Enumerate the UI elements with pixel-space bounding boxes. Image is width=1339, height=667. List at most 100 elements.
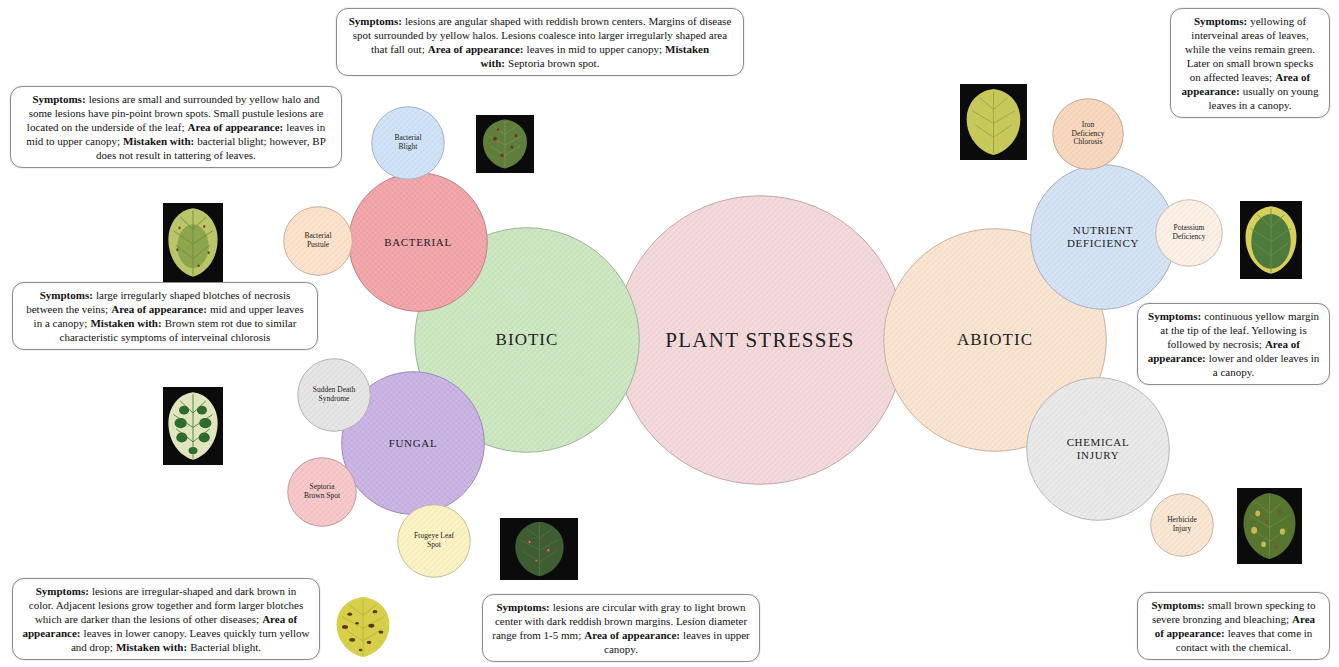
photo-ground [500,518,578,580]
circle-hatch [350,174,487,311]
circle-hatch [617,197,904,484]
field-heading: Symptoms: [40,289,93,301]
circle-hatch [289,459,356,526]
circle-hatch [299,360,370,431]
symptom-callout: Symptoms:lesions are circular with gray … [482,594,760,662]
circle-hatch [1032,166,1175,309]
symptom-callout: Symptoms:lesions are irregular-shaped an… [12,578,320,660]
circle-fill [616,196,905,485]
leaf-photo [163,203,223,282]
circle-hatch [1028,379,1169,520]
photo-ground [476,115,534,173]
leaf-blade [1245,206,1296,274]
category-circle: NUTRIENT DEFICIENCY [1030,164,1176,310]
circle-hatch [285,208,352,275]
circle-text-area: PLANT STRESSES [615,195,905,485]
circle-text-area: Herbicide Injury [1150,493,1214,557]
leaf-veins [520,523,559,575]
circle-fill [288,458,357,527]
field-heading: Mistaken with: [90,317,161,329]
category-circle: PLANT STRESSES [615,195,905,485]
photo-ground [163,203,223,282]
field-heading: Symptoms: [496,601,549,613]
leaf-blade [337,597,390,657]
leaf-photo [500,518,578,580]
circle-fill [1151,494,1214,557]
circle-fill [1156,200,1223,267]
circle-hatch [1054,100,1123,169]
field-heading: Area of appearance: [188,121,284,133]
category-label: CHEMICAL INJURY [1053,436,1143,461]
symptom-callout: Symptoms:lesions are small and surrounde… [10,86,342,168]
circle-hatch [350,174,487,311]
symptom-callout: Symptoms:yellowing of interveinal areas … [1170,8,1330,118]
circle-text-area: Sudden Death Syndrome [297,358,371,432]
category-circle: Bacterial Pustule [283,206,353,276]
category-label: Potassium Deficiency [1165,224,1213,241]
category-label: Bacterial Blight [386,134,430,151]
category-label: PLANT STRESSES [665,328,854,352]
circle-text-area: BACTERIAL [348,172,488,312]
symptom-text: leaves in mid to upper canopy; [527,43,662,55]
field-heading: Symptoms: [349,15,402,27]
circle-fill [372,107,445,180]
circle-hatch [299,360,370,431]
photo-ground [163,387,223,465]
category-circle: Iron Deficiency Chlorosis [1052,98,1124,170]
circle-fill [1053,99,1124,170]
category-circle: Bacterial Blight [371,106,445,180]
circle-fill [398,505,471,578]
leaf-veins [173,210,212,275]
circle-text-area: Bacterial Pustule [283,206,353,276]
circle-hatch [1157,201,1222,266]
field-heading: Area of appearance: [428,43,524,55]
circle-hatch [373,108,444,179]
category-circle: Septoria Brown Spot [287,457,357,527]
circle-hatch [399,506,470,577]
category-label: Herbicide Injury [1160,516,1204,533]
field-heading: Area of appearance: [111,303,207,315]
leaf-blade [168,392,217,460]
leaf-photo [1240,201,1302,279]
circle-text-area: NUTRIENT DEFICIENCY [1030,164,1176,310]
leaf-blade [483,120,527,169]
leaf-blade [1244,493,1296,559]
symptom-callout: Symptoms:continuous yellow margin at the… [1137,303,1330,385]
field-heading: Mistaken with: [123,135,194,147]
category-circle: BACTERIAL [348,172,488,312]
category-label: NUTRIENT DEFICIENCY [1055,224,1151,249]
field-heading: Area of appearance: [584,629,680,641]
leaf-veins [342,599,384,656]
leaf-veins [972,91,1015,153]
circle-hatch [1028,379,1169,520]
circle-fill [1031,165,1176,310]
leaf-photo [337,597,390,657]
circle-hatch [1152,495,1213,556]
category-label: Bacterial Pustule [296,232,340,249]
circle-hatch [399,506,470,577]
circle-text-area: Frogeye Leaf Spot [397,504,471,578]
circle-hatch [289,459,356,526]
circle-text-area: CHEMICAL INJURY [1026,377,1170,521]
category-label: Sudden Death Syndrome [309,386,359,403]
category-label: BIOTIC [496,330,559,350]
circle-hatch [1157,201,1222,266]
leaf-veins [173,394,212,458]
circle-text-area: Iron Deficiency Chlorosis [1052,98,1124,170]
circle-text-area: Septoria Brown Spot [287,457,357,527]
category-label: ABIOTIC [957,330,1033,350]
circle-fill [284,207,353,276]
symptom-text: Bacterial blight. [190,641,261,653]
leaf-veins [1251,208,1292,272]
category-label: Septoria Brown Spot [301,483,343,500]
category-label: Frogeye Leaf Spot [411,532,457,549]
field-heading: Symptoms: [1151,599,1204,611]
leaf-veins [1249,495,1290,557]
category-circle: CHEMICAL INJURY [1026,377,1170,521]
circle-fill [1027,378,1170,521]
symptom-callout: Symptoms:lesions are angular shaped with… [336,8,744,76]
leaf-photo [1237,488,1302,564]
photo-ground [1237,488,1302,564]
symptom-callout: Symptoms:large irregularly shaped blotch… [12,282,318,350]
